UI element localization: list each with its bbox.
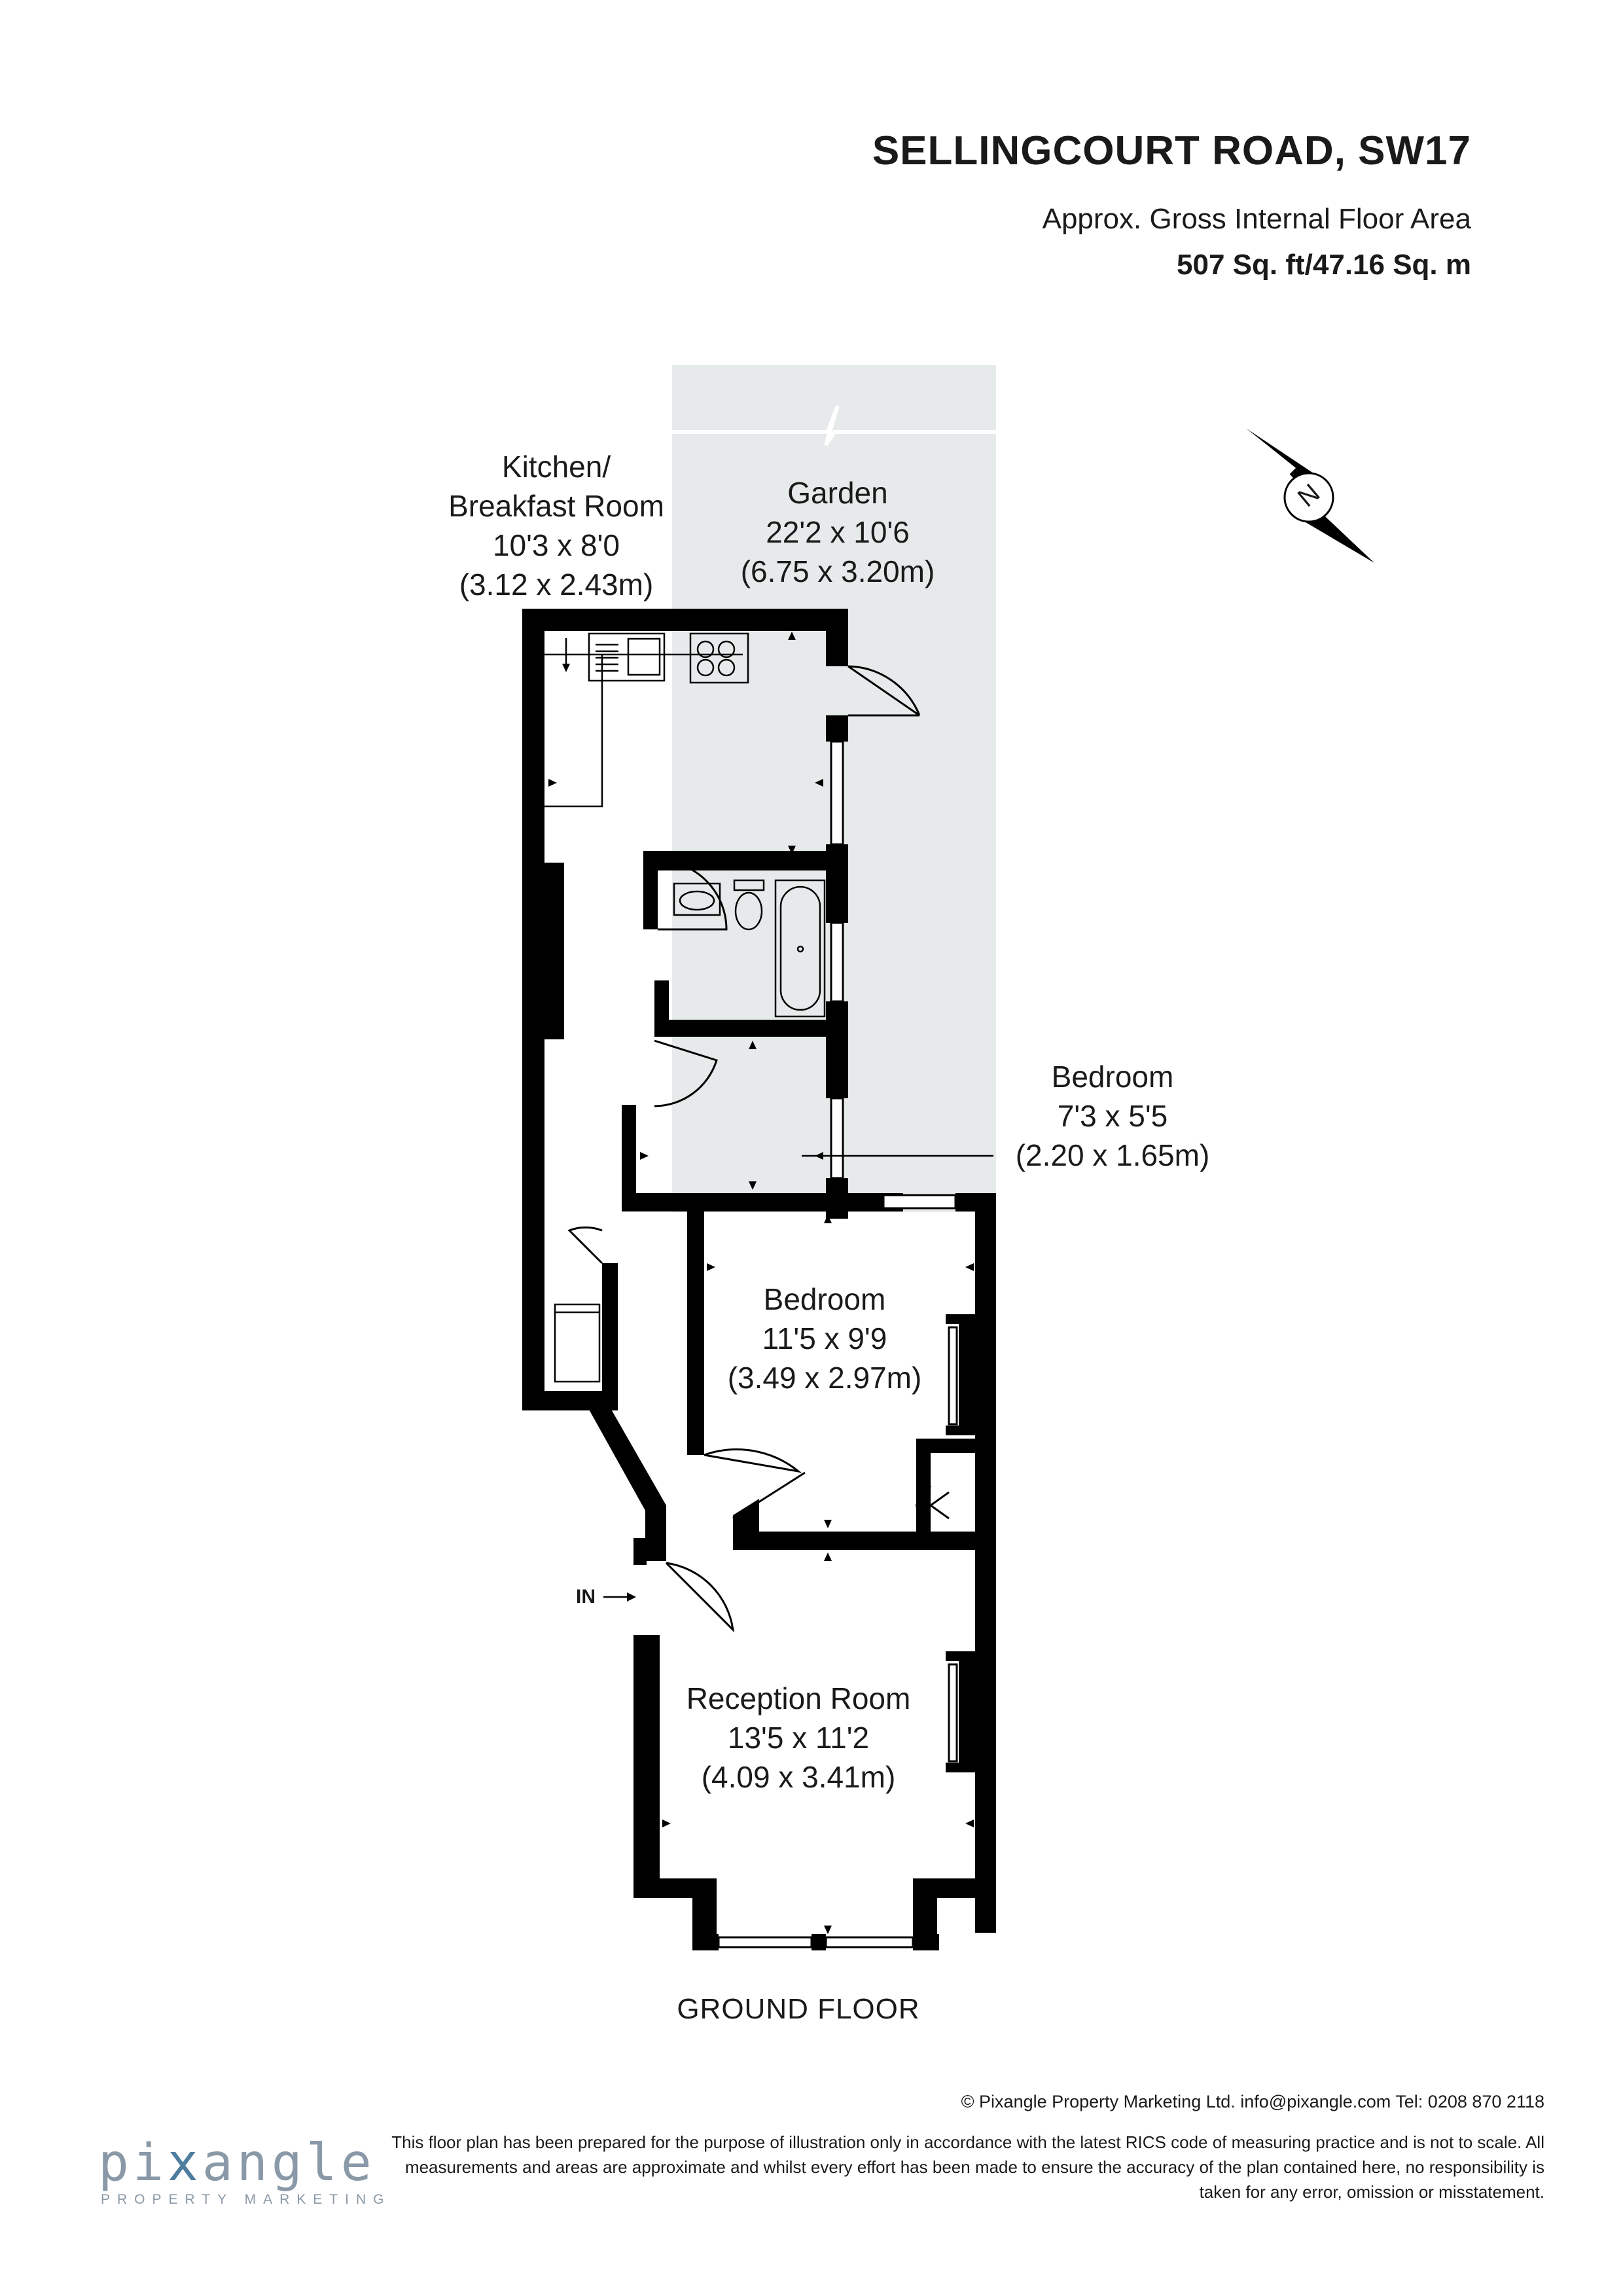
dimension-arrows xyxy=(548,632,974,1934)
bedroom-large-imperial: 11'5 x 9'9 xyxy=(762,1321,887,1355)
wall xyxy=(913,1934,939,1950)
hall-cupboard xyxy=(554,1303,601,1383)
reception-imperial: 13'5 x 11'2 xyxy=(727,1721,870,1755)
wall xyxy=(544,863,564,1039)
basin-icon xyxy=(673,882,721,916)
reception-name: Reception Room xyxy=(686,1681,911,1715)
wall xyxy=(643,851,658,929)
kitchen-fittings xyxy=(544,632,749,808)
bedroom-large-name: Bedroom xyxy=(763,1282,886,1316)
reception-label: Reception Room 13'5 x 11'2 (4.09 x 3.41m… xyxy=(661,1679,936,1797)
garden-name: Garden xyxy=(787,476,888,510)
wall xyxy=(733,1499,759,1550)
kitchen-metric: (3.12 x 2.43m) xyxy=(459,567,654,601)
bedroom-small-name: Bedroom xyxy=(1051,1060,1174,1094)
door-swing xyxy=(654,1039,718,1107)
door-swing xyxy=(704,1448,802,1473)
hob-icon xyxy=(689,632,749,684)
door-swing xyxy=(847,665,921,717)
wall xyxy=(602,1263,618,1410)
wall xyxy=(633,1561,647,1565)
kitchen-name-line2: Breakfast Room xyxy=(448,489,664,523)
wall xyxy=(733,1532,996,1550)
garden-imperial: 22'2 x 10'6 xyxy=(766,515,910,549)
wall xyxy=(975,1193,996,1933)
kitchen-label: Kitchen/ Breakfast Room 10'3 x 8'0 (3.12… xyxy=(419,447,694,604)
bedroom-small-imperial: 7'3 x 5'5 xyxy=(1057,1099,1168,1133)
toilet-cistern xyxy=(733,879,765,891)
bedroom-small-label: Bedroom 7'3 x 5'5 (2.20 x 1.65m) xyxy=(995,1057,1230,1175)
garden-metric: (6.75 x 3.20m) xyxy=(740,554,935,588)
wall xyxy=(588,1407,666,1561)
garden-break-line xyxy=(672,404,996,446)
compass-icon xyxy=(1247,429,1374,563)
entrance-arrow xyxy=(603,1592,636,1602)
wall xyxy=(522,609,544,1410)
wall xyxy=(633,1872,717,1950)
walls xyxy=(522,609,996,1950)
door-swing xyxy=(732,1471,806,1520)
bedroom-small-metric: (2.20 x 1.65m) xyxy=(1015,1138,1210,1172)
window xyxy=(948,1326,958,1426)
wall xyxy=(643,851,848,870)
wall xyxy=(826,715,848,742)
floor-label: GROUND FLOOR xyxy=(677,1993,920,2025)
toilet-icon xyxy=(734,891,763,931)
wall xyxy=(687,1193,704,1455)
wall xyxy=(687,1193,883,1211)
window xyxy=(825,1936,914,1948)
window xyxy=(717,1936,813,1948)
wall xyxy=(913,1872,996,1950)
bathroom-fittings xyxy=(673,879,826,1018)
wall xyxy=(633,1538,666,1561)
pixangle-logo: pixangle PROPERTY MARKETING xyxy=(98,2137,391,2208)
garden-label: Garden 22'2 x 10'6 (6.75 x 3.20m) xyxy=(707,473,969,591)
wall xyxy=(826,890,848,923)
window xyxy=(830,922,844,1003)
sink-icon xyxy=(588,632,666,682)
wall xyxy=(622,1105,636,1203)
wall xyxy=(692,1934,719,1950)
window xyxy=(948,1663,958,1763)
window xyxy=(830,740,844,846)
logo-tagline: PROPERTY MARKETING xyxy=(101,2192,391,2207)
wall xyxy=(916,1439,982,1453)
entrance-label: IN xyxy=(576,1586,596,1607)
disclaimer-text: This floor plan has been prepared for th… xyxy=(391,2132,1544,2202)
door-swing xyxy=(665,1562,735,1633)
door-swing xyxy=(567,1226,603,1265)
bath-icon xyxy=(774,879,826,1018)
floor-area-value: 507 Sq. ft/47.16 Sq. m xyxy=(1177,249,1471,281)
wall xyxy=(812,1934,826,1950)
floor-area-label: Approx. Gross Internal Floor Area xyxy=(1042,203,1471,235)
window xyxy=(830,1097,844,1179)
property-address: SELLINGCOURT ROAD, SW17 xyxy=(872,128,1471,173)
wall xyxy=(522,609,848,631)
bedroom-large-metric: (3.49 x 2.97m) xyxy=(727,1361,922,1395)
kitchen-imperial: 10'3 x 8'0 xyxy=(492,528,620,562)
copyright-notice: © Pixangle Property Marketing Ltd. info@… xyxy=(961,2092,1544,2111)
wall xyxy=(633,1635,660,1890)
wall xyxy=(654,1020,848,1037)
bedroom-large-label: Bedroom 11'5 x 9'9 (3.49 x 2.97m) xyxy=(707,1280,942,1397)
logo-wordmark: pixangle xyxy=(98,2134,376,2193)
wall xyxy=(826,1041,848,1098)
reception-metric: (4.09 x 3.41m) xyxy=(701,1760,896,1794)
window xyxy=(882,1194,957,1210)
wardrobe-doors xyxy=(915,1485,950,1526)
windows xyxy=(717,740,958,1948)
kitchen-name-line1: Kitchen/ xyxy=(501,450,611,484)
worktop xyxy=(544,653,743,808)
wall xyxy=(826,609,848,666)
